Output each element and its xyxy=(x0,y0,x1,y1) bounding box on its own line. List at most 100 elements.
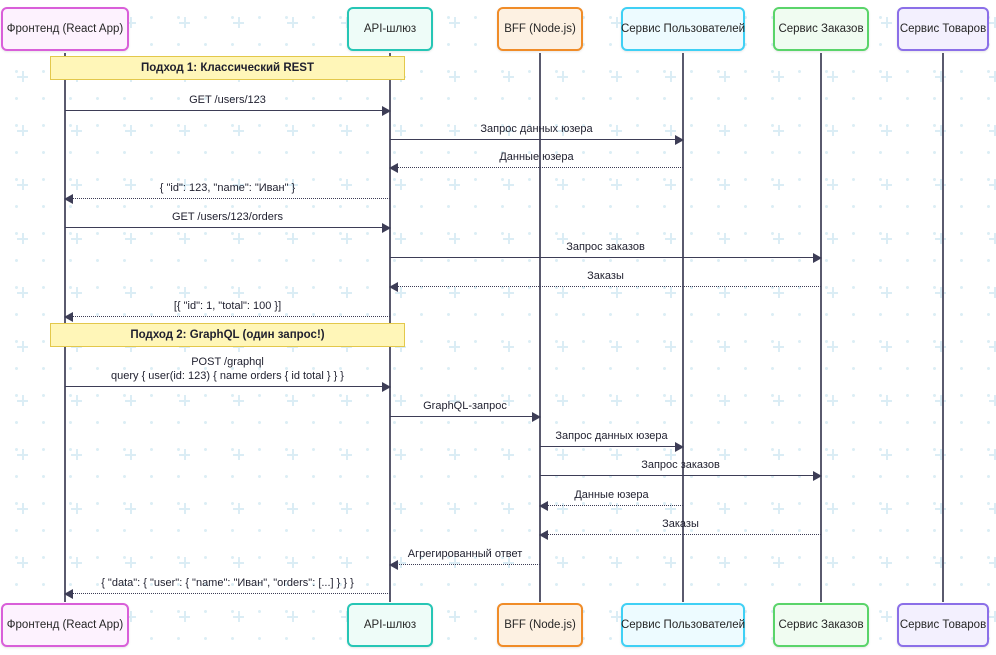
grid-plus-icon xyxy=(233,17,244,28)
grid-plus-icon xyxy=(71,557,82,568)
grid-plus-icon xyxy=(881,449,892,460)
grid-plus-icon xyxy=(341,557,352,568)
arrowhead-icon xyxy=(389,559,398,570)
participant-label: Фронтенд (React App) xyxy=(6,619,124,631)
grid-plus-icon xyxy=(935,449,946,460)
participant-bff-bottom[interactable]: BFF (Node.js) xyxy=(497,603,583,647)
grid-plus-icon xyxy=(395,179,406,190)
grid-plus-icon xyxy=(827,557,838,568)
grid-plus-icon xyxy=(719,287,730,298)
grid-plus-icon xyxy=(881,287,892,298)
grid-plus-icon xyxy=(773,341,784,352)
grid-plus-icon xyxy=(935,179,946,190)
grid-plus-icon xyxy=(611,395,622,406)
arrowhead-icon xyxy=(389,162,398,173)
participant-label: Сервис Заказов xyxy=(778,619,864,631)
message-m3: Данные юзера xyxy=(389,151,683,173)
grid-plus-icon xyxy=(125,125,136,136)
message-m8: [{ "id": 1, "total": 100 }] xyxy=(64,300,390,322)
message-label: Заказы xyxy=(662,518,699,530)
participant-orders-bottom[interactable]: Сервис Заказов xyxy=(773,603,869,647)
grid-plus-icon xyxy=(827,449,838,460)
grid-plus-icon xyxy=(341,287,352,298)
grid-plus-icon xyxy=(17,125,28,136)
grid-plus-icon xyxy=(17,341,28,352)
grid-plus-icon xyxy=(719,341,730,352)
message-line xyxy=(540,534,821,535)
arrowhead-icon xyxy=(64,311,73,322)
grid-plus-icon xyxy=(611,71,622,82)
grid-plus-icon xyxy=(719,503,730,514)
grid-plus-icon xyxy=(557,287,568,298)
message-m14: Заказы xyxy=(539,518,821,540)
participant-bff-top[interactable]: BFF (Node.js) xyxy=(497,7,583,51)
grid-plus-icon xyxy=(557,179,568,190)
grid-plus-icon xyxy=(773,179,784,190)
participant-orders-top[interactable]: Сервис Заказов xyxy=(773,7,869,51)
message-line xyxy=(390,167,683,168)
grid-plus-icon xyxy=(881,17,892,28)
message-line xyxy=(390,564,540,565)
grid-plus-icon xyxy=(935,395,946,406)
grid-plus-icon xyxy=(71,233,82,244)
participant-products-top[interactable]: Сервис Товаров xyxy=(897,7,989,51)
note-label: Подход 2: GraphQL (один запрос!) xyxy=(130,329,325,341)
grid-plus-icon xyxy=(17,557,28,568)
participant-label: Сервис Пользователей xyxy=(620,23,746,35)
message-label: { "id": 123, "name": "Иван" } xyxy=(159,182,296,194)
arrowhead-icon xyxy=(813,252,822,263)
message-label: Агрегированный ответ xyxy=(407,548,523,560)
grid-plus-icon xyxy=(773,71,784,82)
message-label: [{ "id": 1, "total": 100 }] xyxy=(173,300,282,312)
grid-plus-icon xyxy=(341,449,352,460)
grid-plus-icon xyxy=(233,611,244,622)
lifeline-orders xyxy=(820,53,822,602)
grid-plus-icon xyxy=(449,611,460,622)
grid-plus-icon xyxy=(341,503,352,514)
message-label: Запрос заказов xyxy=(641,459,720,471)
grid-plus-icon xyxy=(989,287,996,298)
grid-plus-icon xyxy=(287,557,298,568)
grid-plus-icon xyxy=(935,341,946,352)
grid-plus-icon xyxy=(179,17,190,28)
participant-frontend-bottom[interactable]: Фронтенд (React App) xyxy=(1,603,129,647)
message-m1: GET /users/123 xyxy=(65,94,391,116)
grid-plus-icon xyxy=(881,179,892,190)
participant-frontend-top[interactable]: Фронтенд (React App) xyxy=(1,7,129,51)
grid-plus-icon xyxy=(71,125,82,136)
grid-plus-icon xyxy=(179,557,190,568)
grid-plus-icon xyxy=(935,71,946,82)
arrowhead-icon xyxy=(813,470,822,481)
grid-plus-icon xyxy=(719,71,730,82)
grid-plus-icon xyxy=(179,233,190,244)
grid-plus-icon xyxy=(287,233,298,244)
participant-label: BFF (Node.js) xyxy=(504,619,576,631)
grid-plus-icon xyxy=(557,71,568,82)
grid-plus-icon xyxy=(233,125,244,136)
participant-label: Сервис Товаров xyxy=(899,23,987,35)
grid-plus-icon xyxy=(665,395,676,406)
message-m7: Заказы xyxy=(389,270,821,292)
participant-gateway-top[interactable]: API-шлюз xyxy=(347,7,433,51)
grid-plus-icon xyxy=(719,125,730,136)
note-note2: Подход 2: GraphQL (один запрос!) xyxy=(50,323,405,347)
grid-plus-icon xyxy=(71,287,82,298)
participant-users-bottom[interactable]: Сервис Пользователей xyxy=(621,603,745,647)
arrowhead-icon xyxy=(64,193,73,204)
grid-plus-icon xyxy=(341,125,352,136)
grid-plus-icon xyxy=(989,449,996,460)
participant-users-top[interactable]: Сервис Пользователей xyxy=(621,7,745,51)
grid-plus-icon xyxy=(17,287,28,298)
arrowhead-icon xyxy=(532,411,541,422)
grid-plus-icon xyxy=(557,341,568,352)
participant-products-bottom[interactable]: Сервис Товаров xyxy=(897,603,989,647)
grid-plus-icon xyxy=(935,503,946,514)
message-line xyxy=(540,446,683,447)
grid-plus-icon xyxy=(827,233,838,244)
grid-plus-icon xyxy=(881,611,892,622)
participant-gateway-bottom[interactable]: API-шлюз xyxy=(347,603,433,647)
grid-plus-icon xyxy=(179,449,190,460)
arrowhead-icon xyxy=(539,529,548,540)
grid-plus-icon xyxy=(665,179,676,190)
grid-plus-icon xyxy=(233,395,244,406)
